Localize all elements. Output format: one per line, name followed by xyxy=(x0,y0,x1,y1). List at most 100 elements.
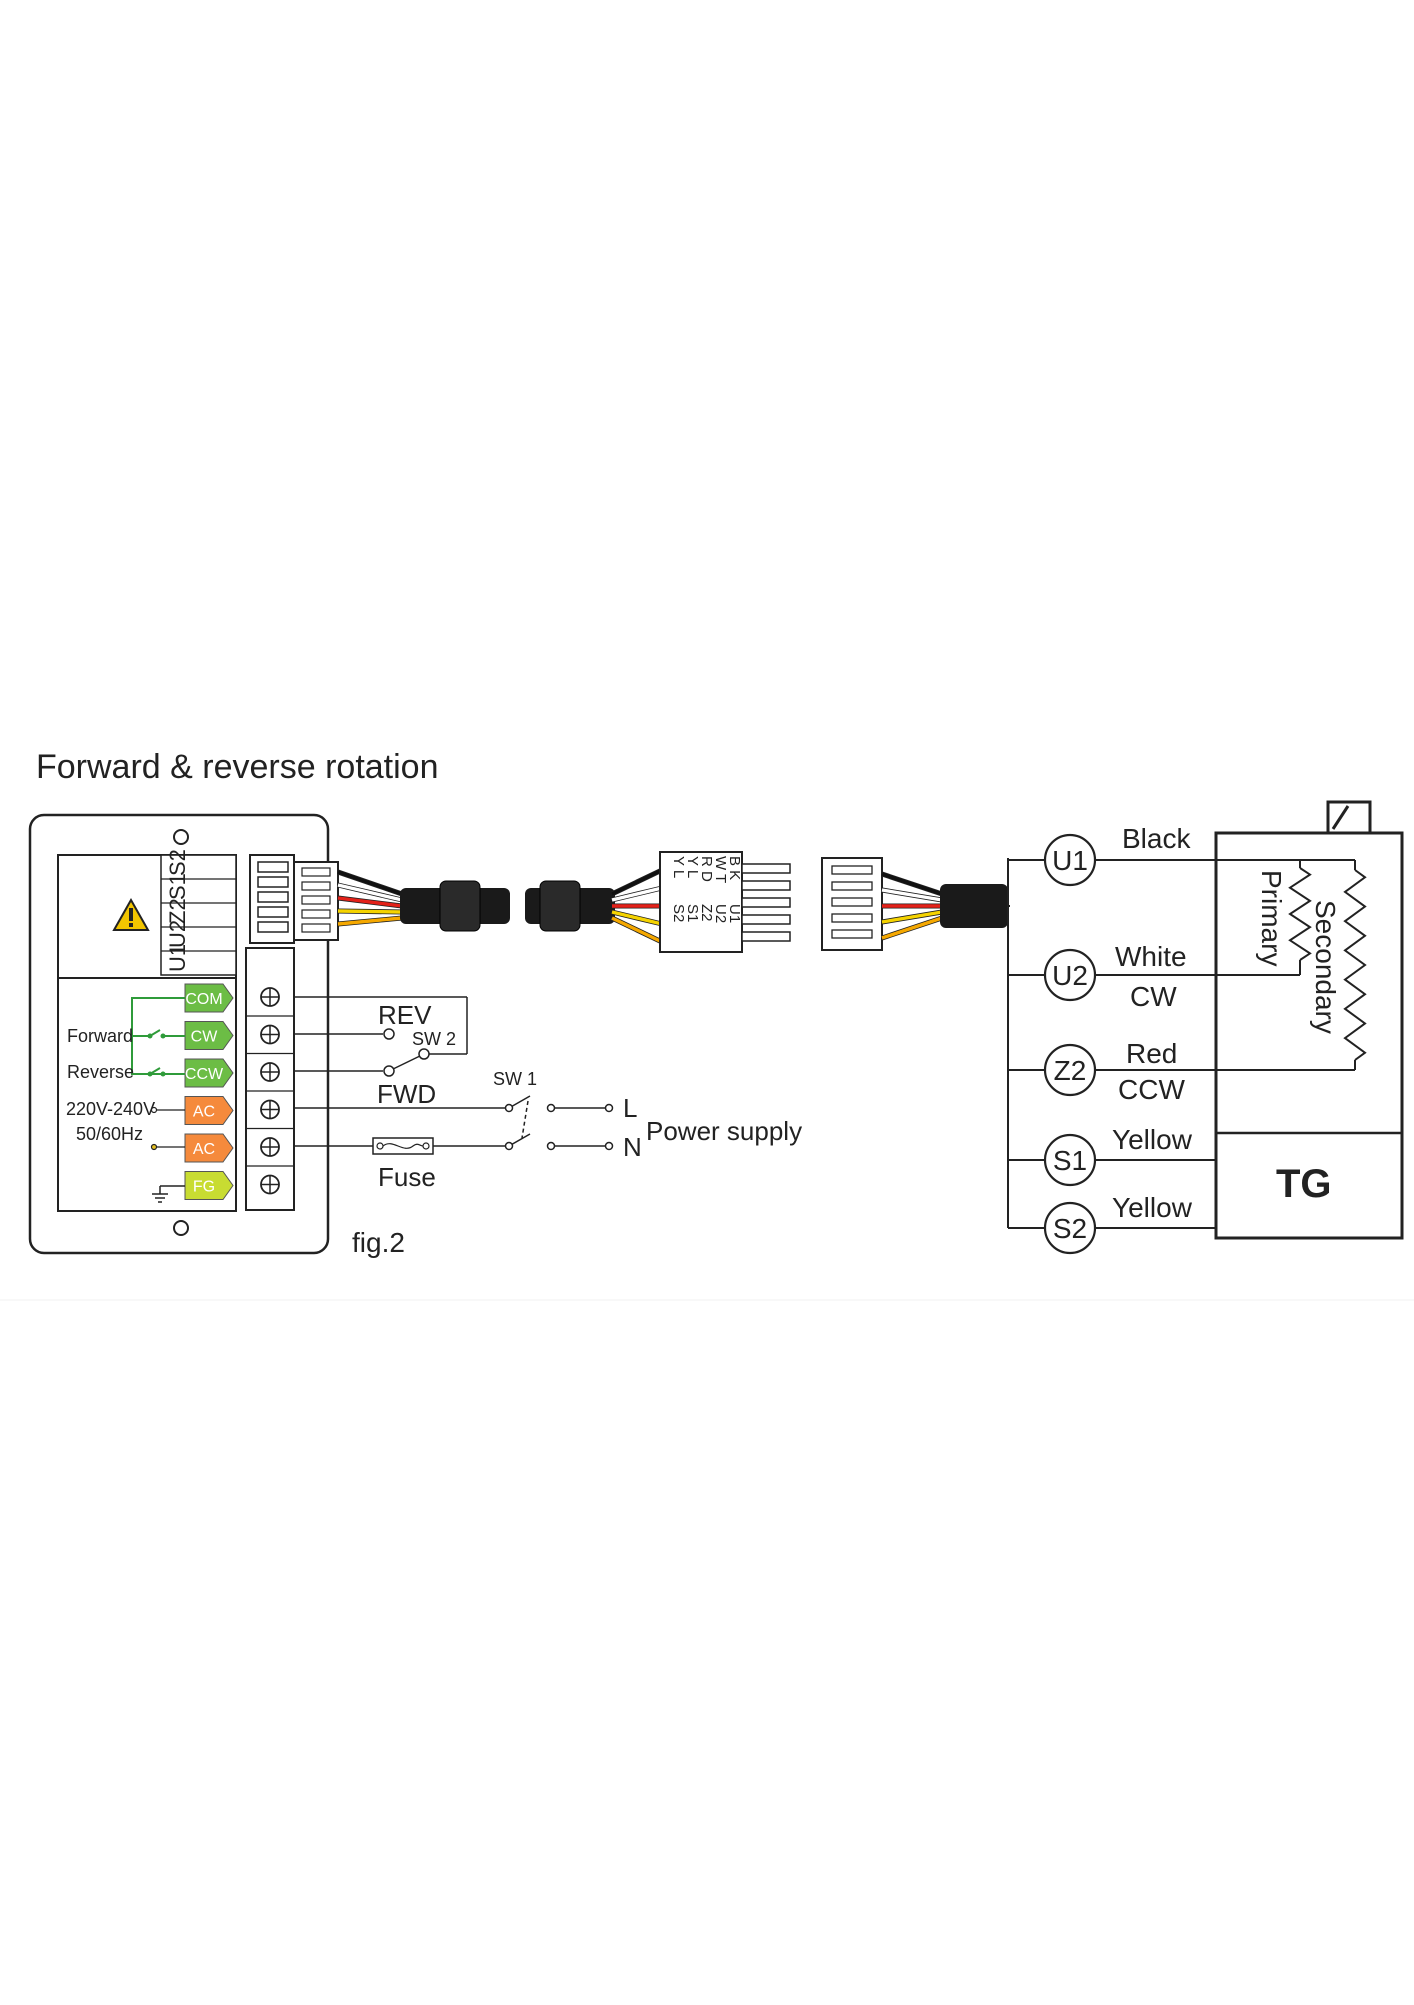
sw1-contact-l xyxy=(504,1103,514,1113)
motor-pin-label: Z2 xyxy=(1054,1055,1087,1086)
terminal-tab-label: CW xyxy=(191,1029,219,1046)
motor-pin-s1 xyxy=(1043,1133,1097,1187)
motor-pin-label: U1 xyxy=(1052,845,1088,876)
header-terminal-label: U1 xyxy=(165,944,190,972)
inline-connector-female xyxy=(659,851,743,953)
forward-contact-2 xyxy=(160,1033,166,1039)
wire-left xyxy=(337,909,403,914)
terminal-tab-ac: AC xyxy=(184,1133,234,1163)
header-terminal-label: S2 xyxy=(165,849,190,876)
motor-pin-label: U2 xyxy=(1052,960,1088,991)
sw1-contact-n xyxy=(504,1141,514,1151)
plug-slot xyxy=(301,909,331,919)
connector-pin xyxy=(741,880,791,891)
male-connector-slot xyxy=(831,913,873,923)
sw1-out-n xyxy=(546,1141,556,1151)
wire-mid xyxy=(611,868,663,896)
connector-pin xyxy=(741,931,791,942)
reverse-contact-2 xyxy=(160,1071,166,1077)
wire-left xyxy=(337,916,403,926)
fwd-label: FWD xyxy=(377,1079,436,1109)
sw2-common-contact xyxy=(418,1048,430,1060)
shaft-mark xyxy=(1331,805,1350,830)
terminal-tab-cw: CW xyxy=(184,1021,234,1050)
motor-pin-label: S2 xyxy=(1053,1213,1087,1244)
sw2-label: SW 2 xyxy=(412,1029,456,1049)
terminal-tab-label: COM xyxy=(185,991,222,1008)
forward-contact xyxy=(147,1033,153,1039)
terminal-tab-label: CCW xyxy=(185,1066,224,1083)
male-connector-slot xyxy=(831,881,873,891)
ac-lead-2 xyxy=(150,1143,158,1151)
connector-pin xyxy=(741,914,791,925)
connector-pin xyxy=(741,897,791,908)
connector-pin-code: U2 xyxy=(712,904,729,923)
l-terminal xyxy=(604,1103,614,1113)
voltage-label: 220V-240V xyxy=(66,1099,155,1119)
male-connector-slot xyxy=(831,897,873,907)
sw1-out-l xyxy=(546,1103,556,1113)
motor-wire-label-yellow-1: Yellow xyxy=(1112,1124,1193,1155)
motor-direction-cw: CW xyxy=(1130,981,1177,1012)
socket-slot xyxy=(257,906,289,918)
wire-mid xyxy=(611,916,663,944)
terminal-tab-label: AC xyxy=(193,1141,215,1158)
fuse-icon xyxy=(372,1137,434,1155)
socket-slot xyxy=(257,921,289,933)
rev-contact xyxy=(383,1028,395,1040)
terminal-tab-shape xyxy=(184,1058,234,1088)
plug-slot xyxy=(301,923,331,933)
motor-pin-z2 xyxy=(1043,1043,1097,1097)
terminal-tab-fg: FG xyxy=(184,1171,234,1200)
wire-right xyxy=(881,888,943,902)
plug-slot xyxy=(301,867,331,877)
wire-right xyxy=(881,872,943,896)
primary-label: Primary xyxy=(1256,870,1287,966)
motor-wire-label-red: Red xyxy=(1126,1038,1177,1069)
motor-wire-label-black: Black xyxy=(1122,823,1191,854)
rev-label: REV xyxy=(378,1000,432,1030)
terminal-tab-shape xyxy=(184,983,234,1013)
connector-pin-code: Z2 xyxy=(698,904,715,922)
primary-winding xyxy=(1216,859,1312,975)
connector-color-code: Y L xyxy=(670,856,687,878)
fwd-contact xyxy=(383,1065,395,1077)
secondary-label: Secondary xyxy=(1310,900,1341,1034)
connector-pin-code: U1 xyxy=(726,904,743,923)
figure-label: fig.2 xyxy=(352,1227,405,1258)
forward-label: Forward xyxy=(67,1026,133,1046)
motor-wire-label-yellow-2: Yellow xyxy=(1112,1192,1193,1223)
plug-slot xyxy=(301,881,331,891)
n-label: N xyxy=(623,1132,642,1162)
wire-left xyxy=(337,870,403,896)
header-terminal-label: S1 xyxy=(165,873,190,900)
mounting-hole-bottom xyxy=(173,1220,189,1236)
cable-left xyxy=(400,880,615,932)
sw1-label: SW 1 xyxy=(493,1069,537,1089)
diagram-title: Forward & reverse rotation xyxy=(36,748,439,786)
header-terminal-label: Z2 xyxy=(165,898,190,924)
terminal-tab-shape xyxy=(184,1021,234,1050)
terminal-tab-shape xyxy=(184,1133,234,1163)
warning-icon xyxy=(112,897,150,931)
socket-slot xyxy=(257,861,289,873)
wire-left xyxy=(337,883,403,902)
wire-mid xyxy=(611,886,663,902)
reverse-contact xyxy=(147,1071,153,1077)
terminal-tab-ccw: CCW xyxy=(184,1058,234,1088)
frequency-label: 50/60Hz xyxy=(76,1124,143,1144)
connector-pin-code: S1 xyxy=(684,904,701,922)
motor-pin-u2 xyxy=(1043,948,1097,1002)
ground-icon xyxy=(152,1185,185,1203)
secondary-winding xyxy=(1216,859,1367,1071)
reverse-label: Reverse xyxy=(67,1062,134,1082)
header-terminal-label: U2 xyxy=(165,920,190,948)
motor-direction-ccw: CCW xyxy=(1118,1074,1185,1105)
power-supply-label: Power supply xyxy=(646,1116,802,1146)
connector-color-code: W T xyxy=(712,856,729,883)
connector-color-code: R D xyxy=(698,856,715,882)
connector-color-code: Y L xyxy=(684,856,701,878)
fwd-rev-switch-wiring xyxy=(131,997,185,1075)
terminal-tab-shape xyxy=(184,1096,234,1125)
